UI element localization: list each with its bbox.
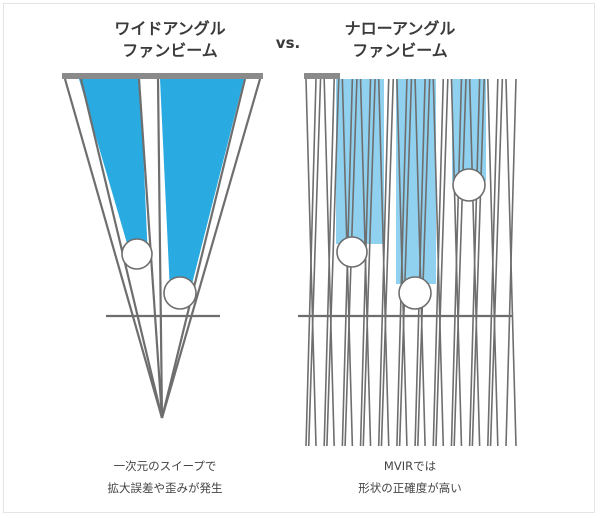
wide-detector-bar xyxy=(62,73,263,79)
wide-fan-beam xyxy=(62,73,263,419)
narrow-fan-line xyxy=(489,78,504,447)
wide-object-1 xyxy=(121,238,153,270)
left-caption-line1: 一次元のスイープで xyxy=(113,459,217,473)
narrow-fan-line xyxy=(487,78,499,447)
right-caption-line1: MVIRでは xyxy=(383,459,437,473)
narrow-fan-line xyxy=(471,78,485,447)
narrow-fan-line xyxy=(435,78,449,447)
figure-frame xyxy=(3,3,595,513)
narrow-fan-line xyxy=(417,78,431,447)
narrow-fan-line xyxy=(380,78,395,447)
left-title: ワイドアングル ファンビーム xyxy=(90,18,250,62)
narrow-fan-line xyxy=(307,78,322,447)
wide-beam-sector-right xyxy=(160,79,244,292)
narrow-object-3 xyxy=(452,168,486,202)
wide-beam-sector-left xyxy=(79,79,148,259)
narrow-fan-line xyxy=(396,78,408,447)
narrow-detector-bar xyxy=(304,73,340,79)
wide-object-2 xyxy=(163,276,197,310)
left-title-line2: ファンビーム xyxy=(122,41,218,60)
left-caption: 一次元のスイープで 拡大誤差や歪みが発生 xyxy=(70,455,260,499)
narrow-fan-line xyxy=(505,78,517,447)
narrow-object-1 xyxy=(336,236,368,268)
narrow-fan-line xyxy=(326,78,340,447)
narrow-fan-beams xyxy=(298,73,517,447)
narrow-object-2 xyxy=(398,276,432,310)
narrow-fan-line xyxy=(414,78,426,447)
narrow-fan-line xyxy=(432,78,445,447)
narrow-fan-line xyxy=(468,78,481,447)
narrow-fan-line xyxy=(359,78,372,447)
narrow-fan-line xyxy=(305,78,317,447)
right-title: ナローアングル ファンビーム xyxy=(320,18,480,62)
right-caption-line2: 形状の正確度が高い xyxy=(358,481,462,495)
left-caption-line2: 拡大誤差や歪みが発生 xyxy=(107,481,223,495)
right-title-line1: ナローアングル xyxy=(344,19,456,38)
narrow-fan-line xyxy=(450,78,463,447)
vs-label: vs. xyxy=(275,34,301,52)
narrow-fan-line xyxy=(398,78,413,447)
narrow-fan-line xyxy=(362,78,376,447)
right-title-line2: ファンビーム xyxy=(352,41,448,60)
narrow-fan-line xyxy=(453,78,467,447)
left-title-line1: ワイドアングル xyxy=(114,19,226,38)
narrow-fan-line xyxy=(377,78,390,447)
narrow-fan-line xyxy=(323,78,335,447)
right-caption: MVIRでは 形状の正確度が高い xyxy=(315,455,505,499)
narrow-beam-column-3 xyxy=(452,79,486,181)
